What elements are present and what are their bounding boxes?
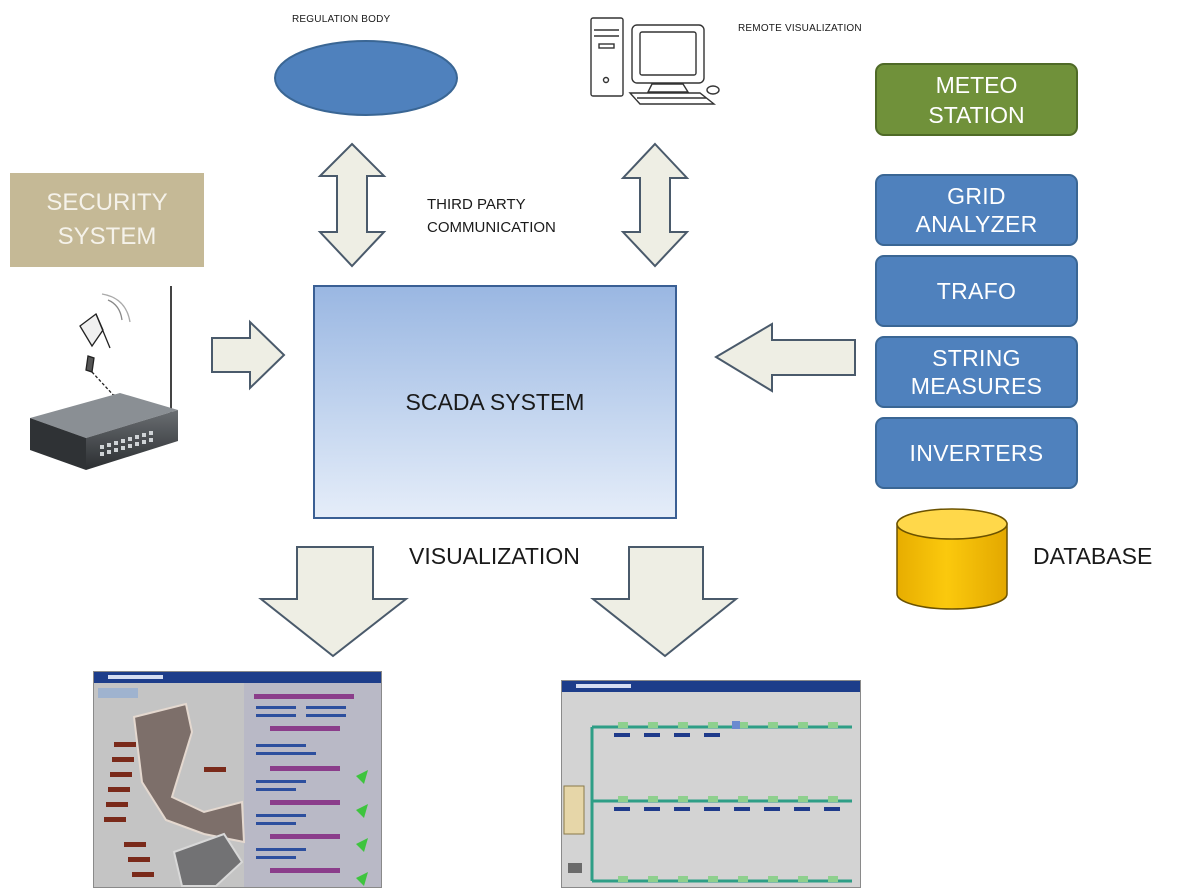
- plant-map-thumbnail: [94, 683, 381, 887]
- security-input-arrow: [211, 319, 286, 391]
- devices-input-arrow: [714, 322, 856, 393]
- visualization-arrow-right: [590, 546, 739, 658]
- remote-double-arrow: [620, 142, 690, 268]
- grid-analyzer-box: GRID ANALYZER: [875, 174, 1078, 246]
- satellite-dish-icon: [79, 293, 131, 404]
- network-switch-icon: [30, 286, 178, 470]
- string-network-thumbnail: [563, 721, 852, 883]
- security-system-box: SECURITY SYSTEM: [10, 173, 204, 267]
- meteo-station-box: METEO STATION: [875, 63, 1078, 136]
- scada-system-box: SCADA SYSTEM: [313, 285, 677, 519]
- regulation-double-arrow: [317, 142, 387, 268]
- string-network-screenshot: [561, 680, 861, 888]
- database-label: DATABASE: [1033, 543, 1153, 569]
- inverters-box: INVERTERS: [875, 417, 1078, 489]
- remote-visualization-label: REMOTE VISUALIZATION: [738, 23, 862, 34]
- desktop-computer-icon: [590, 17, 720, 105]
- regulation-body-label: REGULATION BODY: [292, 14, 391, 25]
- visualization-label: VISUALIZATION: [409, 543, 580, 569]
- plant-layout-screenshot: [93, 671, 382, 888]
- third-party-label-line1: THIRD PARTY: [427, 196, 526, 213]
- screenshot-titlebar: [562, 681, 860, 692]
- third-party-label-line2: COMMUNICATION: [427, 219, 556, 236]
- regulation-body-ellipse: [274, 40, 458, 116]
- database-cylinder-icon: [896, 508, 1008, 610]
- visualization-arrow-left: [258, 546, 409, 658]
- screenshot-titlebar: [94, 672, 381, 683]
- trafo-box: TRAFO: [875, 255, 1078, 327]
- string-measures-box: STRING MEASURES: [875, 336, 1078, 408]
